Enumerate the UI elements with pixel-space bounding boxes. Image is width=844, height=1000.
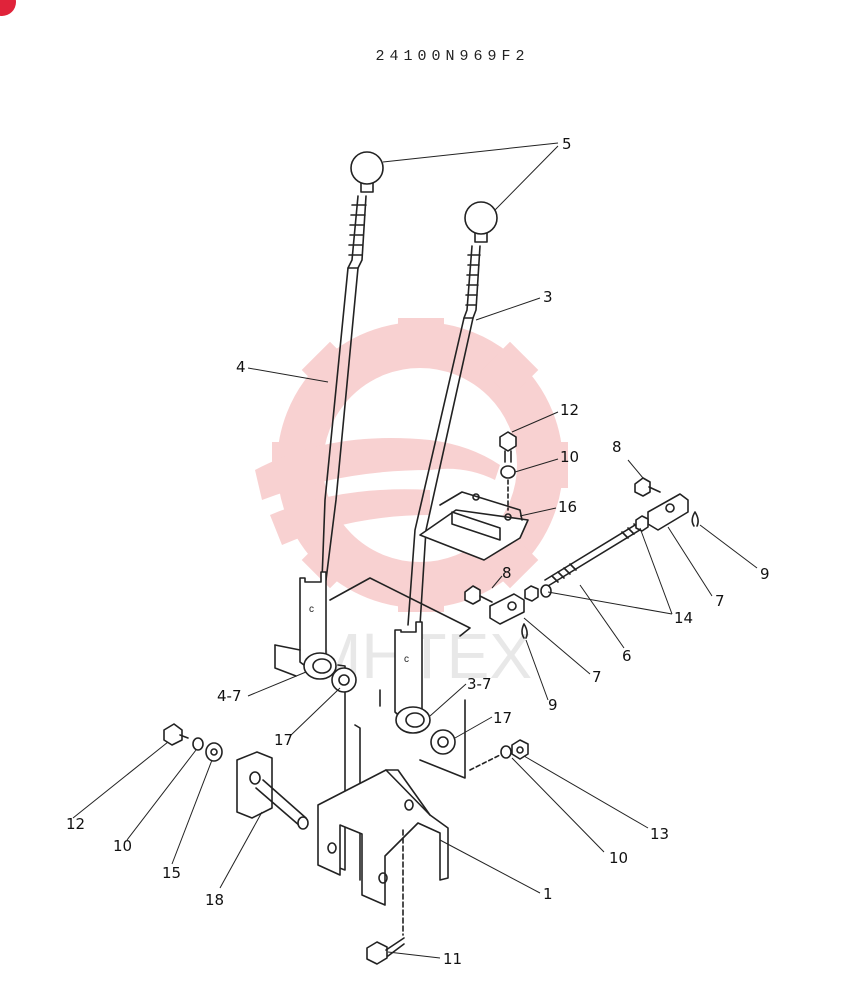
linkage-rod [544, 521, 644, 587]
callout-8-mid: 8 [502, 564, 512, 582]
svg-text:c: c [309, 604, 314, 615]
callout-9-mid: 9 [548, 696, 558, 714]
document-code: 24100N969F2 [375, 48, 530, 65]
bolt-11 [366, 937, 405, 965]
callout-4: 4 [236, 358, 246, 376]
hinge-plate [419, 491, 529, 561]
lever-left: c [299, 195, 367, 680]
callout-6: 6 [622, 647, 632, 665]
leader-lines [72, 142, 758, 959]
callout-15: 15 [162, 864, 182, 882]
callout-12-left: 12 [66, 815, 86, 833]
bolt-12-top [499, 431, 517, 463]
callout-1: 1 [543, 885, 553, 903]
svg-text:c: c [404, 654, 409, 665]
washer-17-right [430, 729, 456, 755]
callout-16: 16 [558, 498, 578, 516]
clevis-pin-top [634, 477, 661, 497]
callout-5: 5 [562, 135, 572, 153]
callout-3: 3 [543, 288, 553, 306]
nut-14-right [635, 515, 649, 532]
callout-7-right: 7 [715, 592, 725, 610]
nut-13 [511, 739, 529, 760]
callout-13: 13 [650, 825, 670, 843]
cotter-pin-left [521, 623, 528, 639]
nut-14-left [524, 585, 539, 602]
washer-15 [205, 742, 223, 762]
callout-3-7: 3-7 [467, 675, 492, 693]
clevis-right [647, 493, 689, 531]
washer-17-left [331, 667, 357, 693]
callout-18: 18 [205, 891, 225, 909]
clevis-pin-mid [464, 585, 493, 605]
callout-8-top: 8 [612, 438, 622, 456]
pivot-pin [236, 751, 309, 830]
callout-17-left: 17 [274, 731, 294, 749]
clevis-left [489, 593, 525, 625]
callout-17-right: 17 [493, 709, 513, 727]
lock-washer-14-left [540, 584, 552, 598]
watermark-logo [255, 318, 568, 612]
callout-12-top: 12 [560, 401, 580, 419]
callout-9-right: 9 [760, 565, 770, 583]
lock-washer-10-top [500, 465, 516, 479]
bolt-12-left [163, 723, 189, 746]
knob-right [464, 201, 498, 243]
callout-7-mid: 7 [592, 668, 602, 686]
callout-11: 11 [443, 950, 463, 968]
lock-washer-10-left [192, 737, 204, 751]
callout-4-7: 4-7 [217, 687, 242, 705]
bracket [317, 769, 449, 936]
callout-10-right: 10 [609, 849, 629, 867]
callout-10-left: 10 [113, 837, 133, 855]
knob-left [350, 151, 384, 193]
lock-washer-10-right [500, 745, 512, 759]
guide-plate [274, 577, 471, 881]
callout-14: 14 [674, 609, 694, 627]
cotter-pin-right [691, 511, 699, 527]
callout-10-top: 10 [560, 448, 580, 466]
lever-right: c [394, 245, 481, 734]
